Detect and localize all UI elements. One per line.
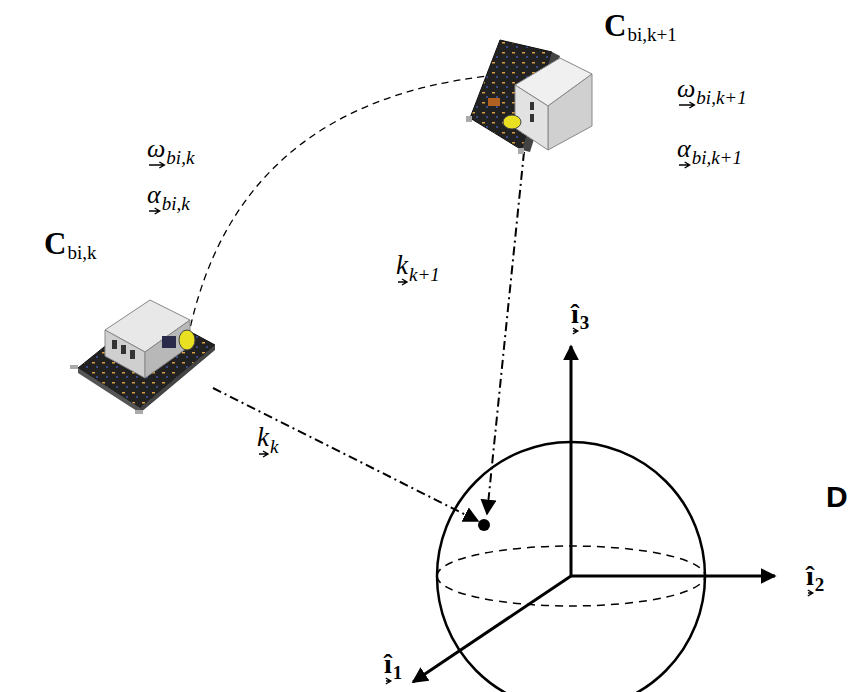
axis [571,575,775,578]
subscript: 1 [393,663,403,682]
subscript: bi,k [67,243,96,262]
vector-underarrow [808,590,813,596]
subscript: k [270,437,278,456]
spacecraft [70,300,215,414]
vector-underarrow [149,162,164,168]
subscript: 3 [580,313,590,332]
angular-velocity: ω [677,76,695,102]
target-point [478,519,490,531]
vector-underarrow [149,208,160,214]
pointing-vector-label: k [396,252,408,279]
subscript: bi,k+1 [696,88,746,107]
cut-letter: D [826,482,848,512]
vector-underarrow [679,162,690,168]
subscript: 2 [815,575,825,594]
axis [413,576,571,682]
vector-underarrow [573,328,578,334]
vector-underarrow [398,279,407,285]
axis-label: î [384,650,392,678]
subscript: bi,k+1 [627,25,676,44]
axis-label: î [571,300,579,328]
angular-acceleration: α [147,182,161,208]
frame-symbol: C [44,228,66,259]
vector-underarrow [386,678,391,684]
pointing-vector-label: k [257,424,269,451]
axis-label: î [806,562,814,590]
angular-velocity: ω [147,136,165,162]
spacecraft [466,40,592,154]
subscript: bi,k [166,148,194,167]
subscript: bi,k [162,194,190,213]
subscript: bi,k+1 [692,148,742,167]
subscript: k+1 [409,265,440,284]
equator-front [437,576,705,606]
trajectory [188,76,488,338]
vector-underarrow [259,451,268,457]
axis [570,346,573,576]
vector-underarrow [679,102,694,108]
angular-acceleration: α [677,136,691,162]
frame-symbol: C [604,10,626,41]
pointing-vector [213,388,478,521]
